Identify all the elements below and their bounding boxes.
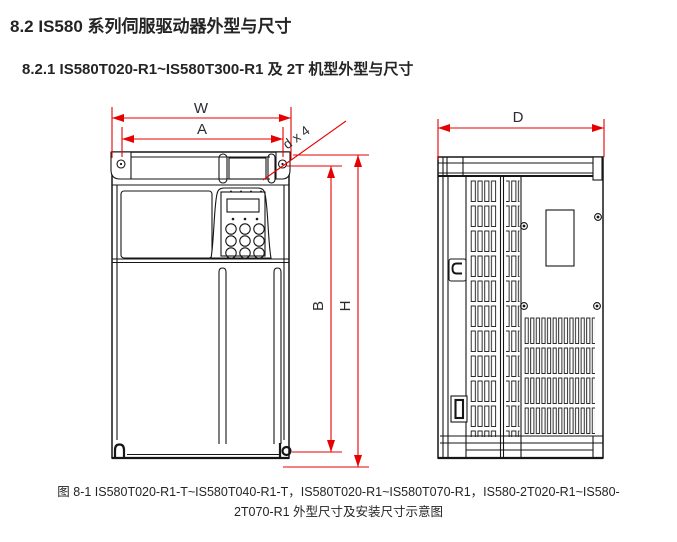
dim-label-b: B (310, 301, 327, 311)
front-view-drawing (110, 151, 292, 460)
side-panel-screws (520, 213, 602, 310)
front-cover-bars (218, 267, 282, 444)
side-fin-column-1 (470, 179, 497, 437)
dimension-a (121, 127, 284, 157)
dimension-d (437, 119, 605, 160)
side-lower-fins (524, 316, 595, 434)
keypad (210, 187, 272, 259)
keypad-top-dots (230, 190, 262, 193)
side-wall-hook (592, 156, 603, 181)
front-top-slot-left (218, 153, 228, 184)
figure-caption-line1: 图 8-1 IS580T020-R1-T~IS580T040-R1-T，IS58… (57, 485, 620, 499)
dim-label-w: W (194, 100, 209, 117)
front-nameplate (228, 157, 267, 180)
dim-label-a: A (197, 121, 207, 138)
dimension-hole-leader (262, 120, 347, 181)
front-mounting-holes (116, 159, 288, 169)
side-fin-column-2 (506, 179, 520, 437)
keypad-display (226, 198, 260, 213)
dim-label-h: H (337, 301, 354, 312)
section-title: 8.2 IS580 系列伺服驱动器外型与尺寸 (10, 17, 292, 36)
side-top-plate (438, 156, 603, 181)
side-bottom-band (438, 435, 603, 460)
figure-caption: 图 8-1 IS580T020-R1-T~IS580T040-R1-T，IS58… (0, 482, 677, 522)
side-latch-lower (450, 395, 468, 423)
keypad-face (220, 191, 266, 257)
front-top-band (112, 153, 289, 186)
figure-caption-line2: 2T070-R1 外型尺寸及安装尺寸示意图 (233, 505, 444, 519)
front-view-dimensions (111, 107, 369, 468)
keypad-led-dots (231, 217, 259, 221)
dimension-b (286, 165, 342, 453)
side-view-dimensions (437, 119, 605, 160)
front-mounting-tabs (110, 151, 291, 180)
front-top-slot-right (267, 153, 276, 184)
side-view-drawing (437, 156, 604, 460)
front-bottom-hooks (113, 443, 292, 458)
side-latch-upper (448, 258, 467, 282)
dim-label-d: D (513, 109, 524, 126)
dimension-w (111, 107, 292, 160)
dimension-h (283, 154, 369, 468)
front-door-panel (120, 190, 213, 259)
side-panel-cutout (545, 209, 575, 267)
keypad-buttons (225, 223, 265, 259)
subsection-title: 8.2.1 IS580T020-R1~IS580T300-R1 及 2T 机型外… (22, 61, 414, 78)
